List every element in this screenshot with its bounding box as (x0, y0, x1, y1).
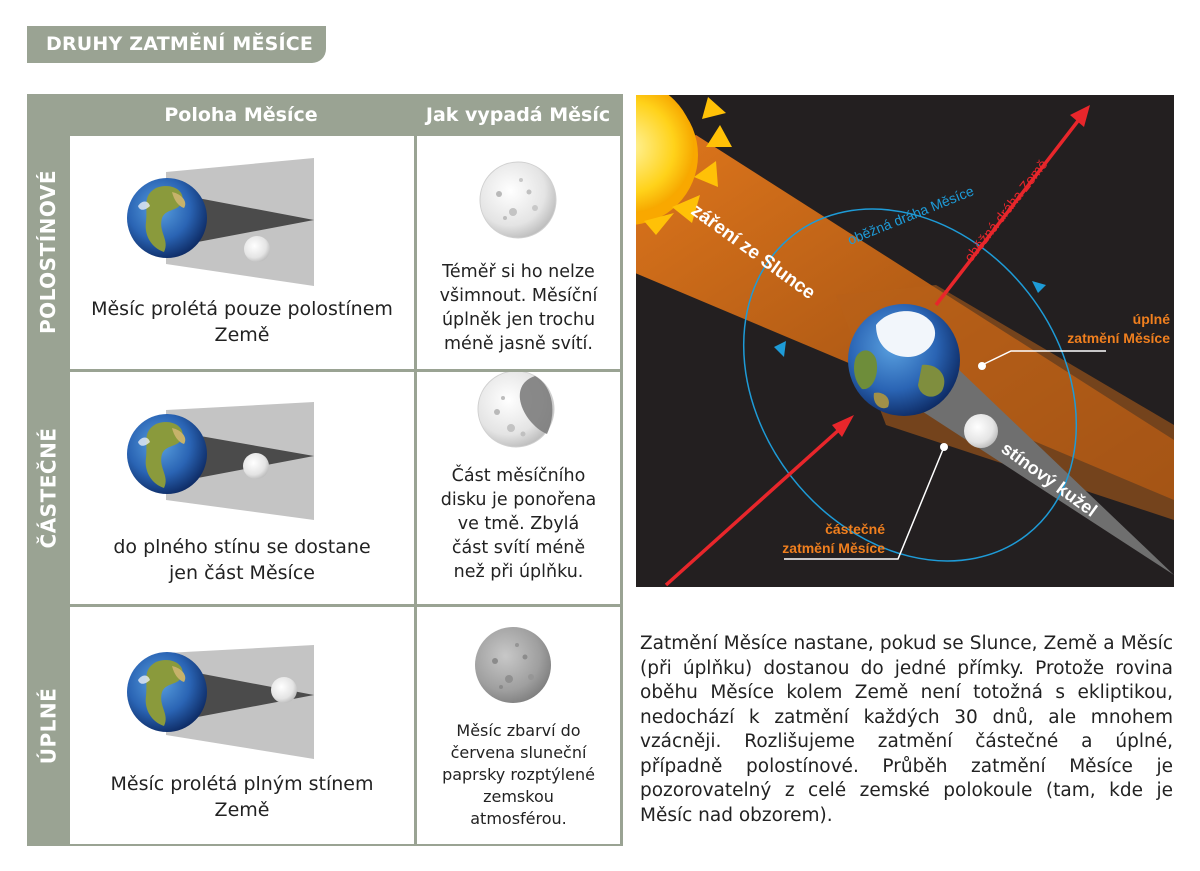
position-text-total: Měsíc prolétá plným stínem Země (110, 773, 374, 821)
eclipse-geometry-diagram: záření ze Slunce oběžná dráha Měsíce obě… (636, 95, 1174, 587)
moon-icon (964, 414, 998, 448)
page-title: DRUHY ZATMĚNÍ MĚSÍCE (46, 33, 314, 55)
label-moon-orbit: oběžná dráha Měsíce (845, 182, 976, 247)
eclipse-diagram-svg: záření ze Slunce oběžná dráha Měsíce obě… (636, 95, 1174, 587)
look-text-penumbral: Téměř si ho nelze všimnout. Měsíční úpln… (439, 262, 598, 354)
label-earth-orbit: oběžná dráha Země (961, 156, 1051, 265)
partial-position-illustration (127, 402, 314, 520)
col-header-position: Poloha Měsíce (164, 103, 318, 126)
cell-position-total: Měsíc prolétá plným stínem Země (70, 607, 414, 844)
title-bar: DRUHY ZATMĚNÍ MĚSÍCE (27, 26, 326, 63)
eclipse-types-table: Poloha Měsíce Jak vypadá Měsíc POLOSTÍNO… (27, 94, 623, 846)
label-total-eclipse-2: zatmění Měsíce (1067, 330, 1170, 346)
cell-look-partial: Část měsíčního disku je ponořena ve tmě.… (417, 372, 620, 604)
position-text-partial: do plného stínu se dostane jen část Měsí… (113, 536, 371, 584)
moon-orbit (742, 208, 1078, 562)
full-moon-illustration (479, 161, 557, 239)
total-pointer-line (981, 350, 1106, 366)
partial-moon-illustration (477, 372, 555, 448)
partial-pointer-line (784, 446, 945, 560)
earth-icon (127, 178, 207, 258)
total-position-illustration (127, 645, 314, 759)
moon-icon (243, 453, 269, 479)
cell-position-penumbral: Měsíc prolétá pouze polostínem Země (70, 136, 414, 369)
earth-icon (127, 414, 207, 494)
earth-icon (127, 652, 207, 732)
sun-icon (636, 95, 732, 235)
col-header-look: Jak vypadá Měsíc (425, 103, 611, 126)
label-partial-eclipse-1: částečné (825, 521, 885, 537)
look-text-partial: Část měsíčního disku je ponořena ve tmě.… (440, 466, 597, 582)
row-label-total: ÚPLNÉ (36, 687, 61, 765)
cell-look-total: Měsíc zbarví do červena sluneční paprsky… (417, 607, 620, 844)
cell-look-penumbral: Téměř si ho nelze všimnout. Měsíční úpln… (417, 136, 620, 369)
earth-orbit-arrow-lower (832, 415, 854, 437)
label-partial-eclipse-2: zatmění Měsíce (782, 540, 885, 556)
total-moon-illustration (475, 627, 551, 703)
look-text-total: Měsíc zbarví do červena sluneční paprsky… (442, 721, 595, 828)
earth-orbit-arrow-upper (1070, 105, 1090, 127)
penumbral-position-illustration (127, 158, 314, 286)
row-label-penumbral: POLOSTÍNOVÉ (36, 169, 60, 335)
cell-position-partial: do plného stínu se dostane jen část Měsí… (70, 372, 414, 604)
earth-icon (848, 304, 960, 416)
position-text-penumbral: Měsíc prolétá pouze polostínem Země (91, 298, 393, 346)
row-label-partial: ČÁSTEČNÉ (36, 427, 61, 548)
moon-icon (271, 677, 297, 703)
label-total-eclipse-1: úplné (1133, 311, 1171, 327)
explanation-paragraph: Zatmění Měsíce nastane, pokud se Slunce,… (640, 633, 1173, 826)
moon-icon (244, 236, 270, 262)
orbit-arrow-right (1032, 281, 1046, 293)
orbit-arrow-left (774, 341, 786, 357)
